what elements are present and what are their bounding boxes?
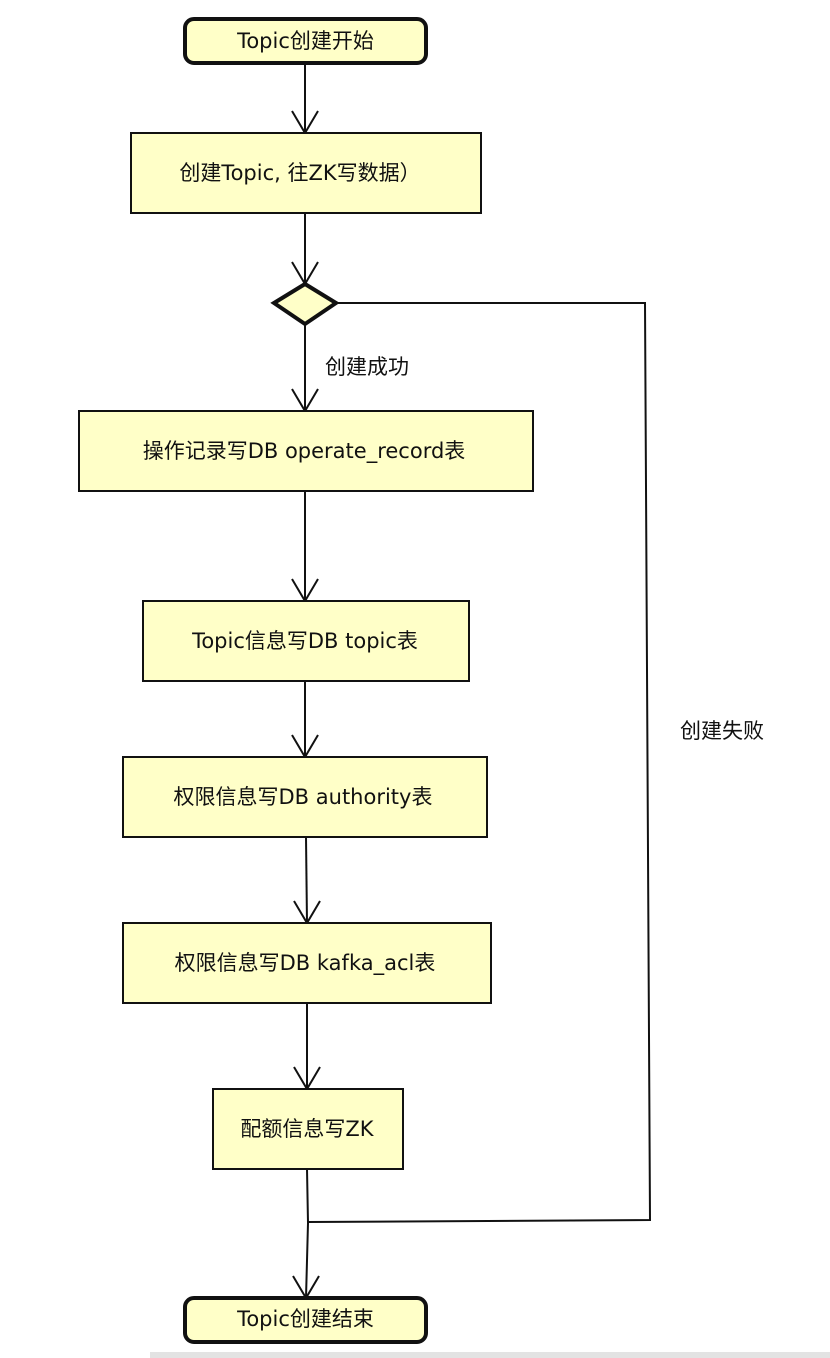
end-node[interactable]: Topic创建结束 (183, 1296, 428, 1344)
quota-node[interactable]: 配额信息写ZK (212, 1088, 404, 1170)
start-node[interactable]: Topic创建开始 (183, 17, 428, 65)
authority-node[interactable]: 权限信息写DB authority表 (122, 756, 488, 838)
end-node-label: Topic创建结束 (236, 1307, 374, 1331)
quota-label: 配额信息写ZK (240, 1117, 374, 1141)
decision-node[interactable] (270, 281, 340, 327)
topic-info-node[interactable]: Topic信息写DB topic表 (142, 600, 470, 682)
create-topic-node[interactable]: 创建Topic, 往ZK写数据） (130, 132, 482, 214)
kafka-acl-node[interactable]: 权限信息写DB kafka_acl表 (122, 922, 492, 1004)
operate-record-label: 操作记录写DB operate_record表 (143, 439, 466, 464)
kafka-acl-label: 权限信息写DB kafka_acl表 (175, 951, 436, 976)
failure-edge-label: 创建失败 (680, 719, 764, 743)
operate-record-node[interactable]: 操作记录写DB operate_record表 (78, 410, 534, 492)
topic-info-label: Topic信息写DB topic表 (191, 629, 418, 653)
create-topic-label: 创建Topic, 往ZK写数据） (179, 161, 420, 185)
horizontal-scrollbar[interactable] (150, 1352, 830, 1358)
edge-failure-path (307, 302, 652, 1223)
connectors (304, 63, 652, 1299)
start-node-label: Topic创建开始 (236, 29, 374, 53)
edge-quota-to-end (305, 1168, 310, 1299)
authority-label: 权限信息写DB authority表 (174, 785, 433, 809)
edge-authority-to-kafkaacl (305, 836, 308, 924)
success-edge-label: 创建成功 (325, 355, 409, 379)
